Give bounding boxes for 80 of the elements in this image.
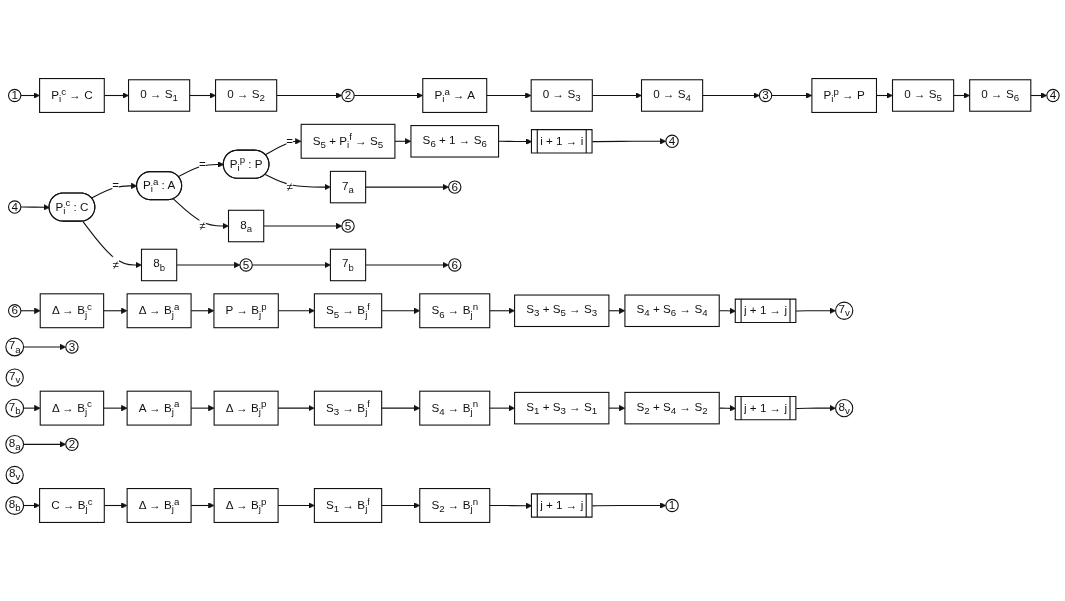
node-circle: 3 (758, 88, 773, 103)
edge-label: = (199, 157, 206, 171)
node-box: 8$_{b}$ (140, 248, 178, 282)
node-box: 0 → S$_{2}$ (215, 79, 278, 112)
edge-label: ≠ (286, 180, 293, 193)
node-circle: 5 (239, 258, 253, 272)
node-circle: 1 (665, 498, 679, 513)
node-circle: 7$_{v}$ (5, 368, 24, 387)
arrow (953, 92, 970, 99)
arrow (177, 161, 224, 178)
node-circle: 7$_{v}$ (835, 301, 854, 320)
arrow (591, 138, 667, 145)
node-box: 8$_{a}$ (227, 209, 265, 243)
arrow (489, 307, 515, 314)
node-box: S$_{5}$ + P$_{i}$$^{f}$ → S$_{5}$ (300, 123, 396, 159)
node-circle: 4 (8, 200, 22, 214)
edge-label: = (112, 179, 120, 192)
arrow (591, 502, 667, 509)
node-box: P$_{i}$$^{a}$ → A (422, 78, 488, 113)
arrow (702, 92, 760, 99)
node-circle: 2 (65, 437, 79, 452)
node-box: S$_{2}$ + S$_{4}$ → S$_{2}$ (624, 391, 720, 425)
arrow (23, 404, 41, 412)
arrow (498, 138, 533, 145)
edge-label: = (286, 134, 294, 148)
node-circle: 8$_{v}$ (5, 465, 24, 485)
arrow (82, 220, 142, 269)
node-circle: 3 (65, 340, 79, 354)
node-circle: 8$_{b}$ (5, 496, 25, 515)
arrow (486, 92, 532, 99)
arrow (20, 92, 40, 99)
edge-label: ≠ (112, 258, 119, 271)
arrow (795, 307, 836, 314)
arrow (489, 502, 533, 509)
node-box: P$_{i}$$^{c}$ → C (39, 78, 105, 113)
node-box: 0 → S$_{1}$ (128, 79, 191, 112)
node-box: S$_{6}$ + 1 → S$_{6}$ (410, 125, 500, 158)
node-circle: 5 (341, 219, 355, 233)
arrow (103, 307, 128, 314)
node-box: 0 → S$_{4}$ (640, 79, 704, 112)
arrow (189, 92, 216, 99)
node-box: S$_{4}$ + S$_{6}$ → S$_{4}$ (624, 294, 720, 328)
node-circle: 7$_{a}$ (5, 337, 25, 357)
arrow (365, 261, 449, 269)
node-circle: 8$_{a}$ (5, 434, 25, 454)
arrow (263, 222, 343, 230)
arrow (276, 92, 343, 99)
node-box: S$_{1}$ + S$_{3}$ → S$_{1}$ (514, 391, 610, 425)
arrow (20, 204, 50, 211)
node-circle: 4 (665, 134, 679, 148)
node-circle: 6 (448, 180, 462, 194)
arrow (795, 404, 836, 412)
arrow (176, 261, 241, 269)
arrow (23, 502, 40, 509)
arrow (264, 138, 302, 156)
node-box: 0 → S$_{3}$ (530, 79, 593, 112)
node-circle: 7$_{b}$ (5, 398, 25, 418)
arrow (365, 183, 449, 191)
arrow (20, 307, 41, 314)
edge-label: ≠ (199, 219, 206, 232)
node-box: 7$_{a}$ (329, 170, 367, 204)
node-box: P$_{i}$$^{p}$ → P (811, 78, 878, 113)
arrow (103, 404, 128, 412)
node-box: 0 → S$_{6}$ (969, 79, 1032, 112)
arrow (1030, 92, 1048, 99)
node-box: 7$_{b}$ (329, 248, 367, 282)
node-box: S$_{3}$ + S$_{5}$ → S$_{3}$ (514, 294, 610, 328)
node-circle: 4 (1046, 88, 1060, 103)
arrow (172, 198, 229, 230)
arrow (251, 261, 331, 269)
node-circle: 2 (341, 88, 355, 103)
arrow (264, 173, 331, 191)
node-circle: 6 (448, 258, 462, 272)
node-box: 0 → S$_{5}$ (891, 79, 955, 112)
arrow (23, 343, 67, 351)
arrow (23, 441, 67, 448)
arrow (489, 404, 515, 412)
node-circle: 1 (8, 88, 22, 103)
node-circle: 6 (8, 304, 22, 318)
node-circle: 8$_{v}$ (835, 399, 854, 418)
